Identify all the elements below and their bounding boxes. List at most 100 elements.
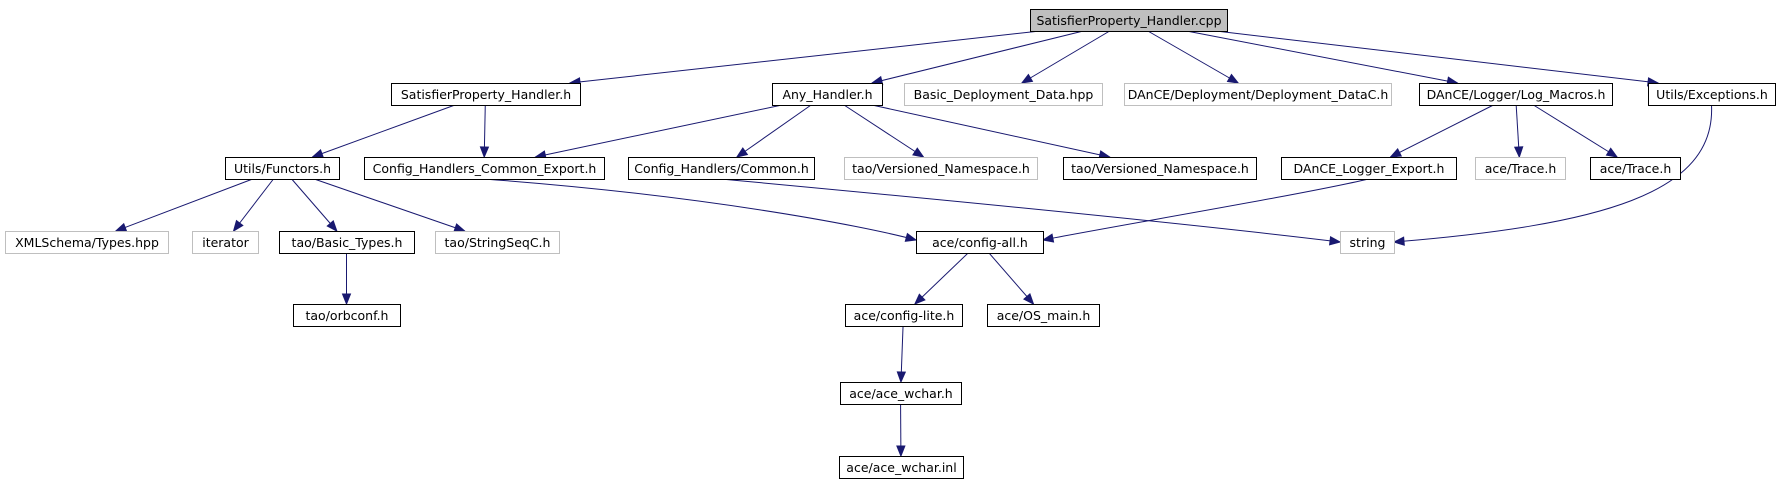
nodes-layer: SatisfierProperty_Handler.cppSatisfierPr… bbox=[5, 9, 1776, 479]
node-box-xst bbox=[5, 231, 169, 254]
edge-acl-to-awc bbox=[896, 325, 907, 384]
edges-layer bbox=[114, 30, 1713, 458]
edge-line-root-to-uexc bbox=[1215, 30, 1659, 84]
node-awc[interactable]: ace/ace_wchar.h bbox=[840, 382, 962, 405]
edge-arrowhead-ufun-to-xst bbox=[114, 222, 128, 232]
edge-arrowhead-tbt-to-torb bbox=[341, 293, 352, 306]
edge-arrowhead-ufun-to-tssc bbox=[453, 223, 467, 233]
edge-logm-to-at2 bbox=[1533, 104, 1619, 158]
node-label-awc: ace/ace_wchar.h bbox=[849, 386, 952, 401]
node-label-at2: ace/Trace.h bbox=[1600, 161, 1672, 176]
edge-line-logm-to-dle bbox=[1390, 104, 1494, 158]
edge-chce-to-aca bbox=[483, 178, 918, 242]
node-box-tvn2 bbox=[1063, 157, 1257, 180]
edge-root-to-any_h bbox=[870, 30, 1084, 86]
node-any_h[interactable]: Any_Handler.h bbox=[772, 83, 883, 106]
node-label-tvn1: tao/Versioned_Namespace.h bbox=[852, 161, 1030, 176]
node-at2[interactable]: ace/Trace.h bbox=[1590, 157, 1681, 180]
node-aca[interactable]: ace/config-all.h bbox=[916, 231, 1044, 254]
edge-ufun-to-iter bbox=[232, 178, 274, 233]
node-label-tbt: tao/Basic_Types.h bbox=[292, 235, 403, 250]
edge-line-root-to-bdd bbox=[1021, 30, 1110, 84]
node-sph_h[interactable]: SatisfierProperty_Handler.h bbox=[391, 83, 581, 106]
node-box-ufun bbox=[225, 157, 340, 180]
node-box-str bbox=[1340, 231, 1395, 254]
edge-arrowhead-acl-to-awc bbox=[896, 371, 907, 384]
node-awci[interactable]: ace/ace_wchar.inl bbox=[839, 456, 964, 479]
edge-root-to-ddc bbox=[1147, 30, 1240, 84]
node-box-tssc bbox=[435, 231, 560, 254]
edge-line-any_h-to-chce bbox=[535, 104, 783, 158]
edge-line-root-to-logm bbox=[1186, 30, 1458, 84]
node-label-dle: DAnCE_Logger_Export.h bbox=[1294, 161, 1445, 176]
node-acl[interactable]: ace/config-lite.h bbox=[845, 304, 963, 327]
node-tssc[interactable]: tao/StringSeqC.h bbox=[435, 231, 560, 254]
node-tvn2[interactable]: tao/Versioned_Namespace.h bbox=[1063, 157, 1257, 180]
node-box-logm bbox=[1419, 83, 1613, 106]
node-uexc[interactable]: Utils/Exceptions.h bbox=[1648, 83, 1776, 106]
node-box-tvn1 bbox=[844, 157, 1038, 180]
edge-ufun-to-tbt bbox=[291, 178, 338, 233]
node-box-root bbox=[1030, 9, 1228, 32]
edge-root-to-uexc bbox=[1215, 30, 1660, 87]
node-label-ufun: Utils/Functors.h bbox=[234, 161, 331, 176]
edge-line-logm-to-at2 bbox=[1533, 104, 1618, 158]
edge-any_h-to-tvn2 bbox=[871, 104, 1111, 160]
node-root[interactable]: SatisfierProperty_Handler.cpp bbox=[1030, 9, 1228, 32]
edge-aca-to-acl bbox=[913, 252, 969, 305]
node-label-torb: tao/orbconf.h bbox=[306, 308, 389, 323]
edge-line-ufun-to-tbt bbox=[291, 178, 338, 232]
node-box-tbt bbox=[279, 231, 415, 254]
node-xst[interactable]: XMLSchema/Types.hpp bbox=[5, 231, 169, 254]
edge-line-dle-to-aca bbox=[1042, 178, 1369, 241]
node-torb[interactable]: tao/orbconf.h bbox=[293, 304, 401, 327]
edge-line-aca-to-aosm bbox=[988, 252, 1034, 305]
edge-any_h-to-tvn1 bbox=[843, 104, 925, 158]
node-logm[interactable]: DAnCE/Logger/Log_Macros.h bbox=[1419, 83, 1613, 106]
node-label-aca: ace/config-all.h bbox=[932, 235, 1028, 250]
node-chce[interactable]: Config_Handlers_Common_Export.h bbox=[364, 157, 605, 180]
edge-arrowhead-root-to-ddc bbox=[1226, 73, 1240, 84]
node-tvn1[interactable]: tao/Versioned_Namespace.h bbox=[844, 157, 1038, 180]
node-tbt[interactable]: tao/Basic_Types.h bbox=[279, 231, 415, 254]
edge-any_h-to-chc bbox=[735, 104, 812, 158]
node-label-root: SatisfierProperty_Handler.cpp bbox=[1036, 13, 1221, 28]
node-aosm[interactable]: ace/OS_main.h bbox=[987, 304, 1100, 327]
edge-arrowhead-any_h-to-chc bbox=[735, 147, 749, 158]
edge-uexc-to-str bbox=[1392, 104, 1713, 246]
edge-aca-to-aosm bbox=[988, 252, 1035, 306]
node-bdd[interactable]: Basic_Deployment_Data.hpp bbox=[904, 83, 1103, 106]
node-label-tssc: tao/StringSeqC.h bbox=[445, 235, 551, 250]
edge-arrowhead-logm-to-at2 bbox=[1605, 147, 1619, 158]
edge-arrowhead-uexc-to-str bbox=[1392, 236, 1405, 246]
edge-arrowhead-sph_h-to-ufun bbox=[311, 148, 325, 158]
node-label-xst: XMLSchema/Types.hpp bbox=[15, 235, 159, 250]
node-box-uexc bbox=[1648, 83, 1776, 106]
edge-ufun-to-tssc bbox=[314, 178, 467, 233]
edge-arrowhead-ufun-to-iter bbox=[232, 219, 244, 233]
node-dle[interactable]: DAnCE_Logger_Export.h bbox=[1281, 157, 1457, 180]
edge-logm-to-at1 bbox=[1513, 104, 1524, 159]
node-str[interactable]: string bbox=[1340, 231, 1395, 254]
node-box-acl bbox=[845, 304, 963, 327]
node-at1[interactable]: ace/Trace.h bbox=[1475, 157, 1566, 180]
edge-awc-to-awci bbox=[896, 403, 906, 458]
edge-arrowhead-ufun-to-tbt bbox=[326, 219, 338, 233]
node-ddc[interactable]: DAnCE/Deployment/Deployment_DataC.h bbox=[1124, 83, 1392, 106]
edge-arrowhead-logm-to-dle bbox=[1389, 148, 1403, 158]
edge-arrowhead-logm-to-at1 bbox=[1513, 146, 1524, 159]
node-box-any_h bbox=[772, 83, 883, 106]
edge-line-any_h-to-tvn1 bbox=[843, 104, 924, 158]
node-chc[interactable]: Config_Handlers/Common.h bbox=[628, 157, 815, 180]
edge-sph_h-to-ufun bbox=[311, 104, 456, 158]
edge-line-chce-to-aca bbox=[483, 178, 917, 241]
node-label-bdd: Basic_Deployment_Data.hpp bbox=[914, 87, 1094, 102]
node-iter[interactable]: iterator bbox=[192, 231, 259, 254]
node-box-bdd bbox=[904, 83, 1103, 106]
node-label-chce: Config_Handlers_Common_Export.h bbox=[373, 161, 597, 176]
edge-arrowhead-aca-to-aosm bbox=[1023, 292, 1035, 306]
node-box-sph_h bbox=[391, 83, 581, 106]
edge-arrowhead-sph_h-to-chce bbox=[479, 146, 490, 159]
edge-line-chc-to-str bbox=[720, 178, 1341, 243]
node-ufun[interactable]: Utils/Functors.h bbox=[225, 157, 340, 180]
